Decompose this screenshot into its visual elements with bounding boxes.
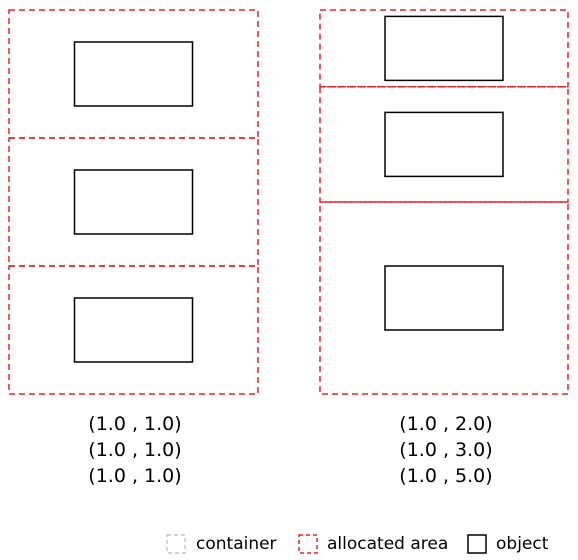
object-box (384, 265, 504, 331)
legend-object-label: object (496, 534, 549, 554)
left-panel (8, 9, 259, 395)
right-weight-label: (1.0 , 5.0) (399, 465, 493, 487)
legend-container-label: container (196, 534, 277, 554)
allocated-area (319, 201, 569, 395)
object-box (73, 297, 194, 363)
legend-object-swatch (467, 534, 487, 554)
legend-allocated-swatch (298, 534, 318, 554)
allocated-area (319, 9, 569, 88)
allocated-area (319, 86, 569, 203)
right-weight-label: (1.0 , 2.0) (399, 413, 493, 435)
left-weight-label: (1.0 , 1.0) (88, 413, 182, 435)
right-panel-weights: (1.0 , 2.0) (1.0 , 3.0) (1.0 , 5.0) (346, 411, 546, 489)
object-box (73, 41, 194, 107)
object-box (384, 15, 504, 82)
left-panel-weights: (1.0 , 1.0) (1.0 , 1.0) (1.0 , 1.0) (35, 411, 235, 489)
right-panel (319, 9, 569, 395)
legend-swatches (166, 534, 487, 554)
left-weight-label: (1.0 , 1.0) (88, 439, 182, 461)
left-weight-label: (1.0 , 1.0) (88, 465, 182, 487)
object-box (384, 111, 504, 178)
object-box (73, 169, 194, 235)
legend-container-swatch (166, 534, 186, 554)
legend-allocated-label: allocated area (327, 534, 449, 554)
allocated-area (8, 265, 259, 395)
right-weight-label: (1.0 , 3.0) (399, 439, 493, 461)
